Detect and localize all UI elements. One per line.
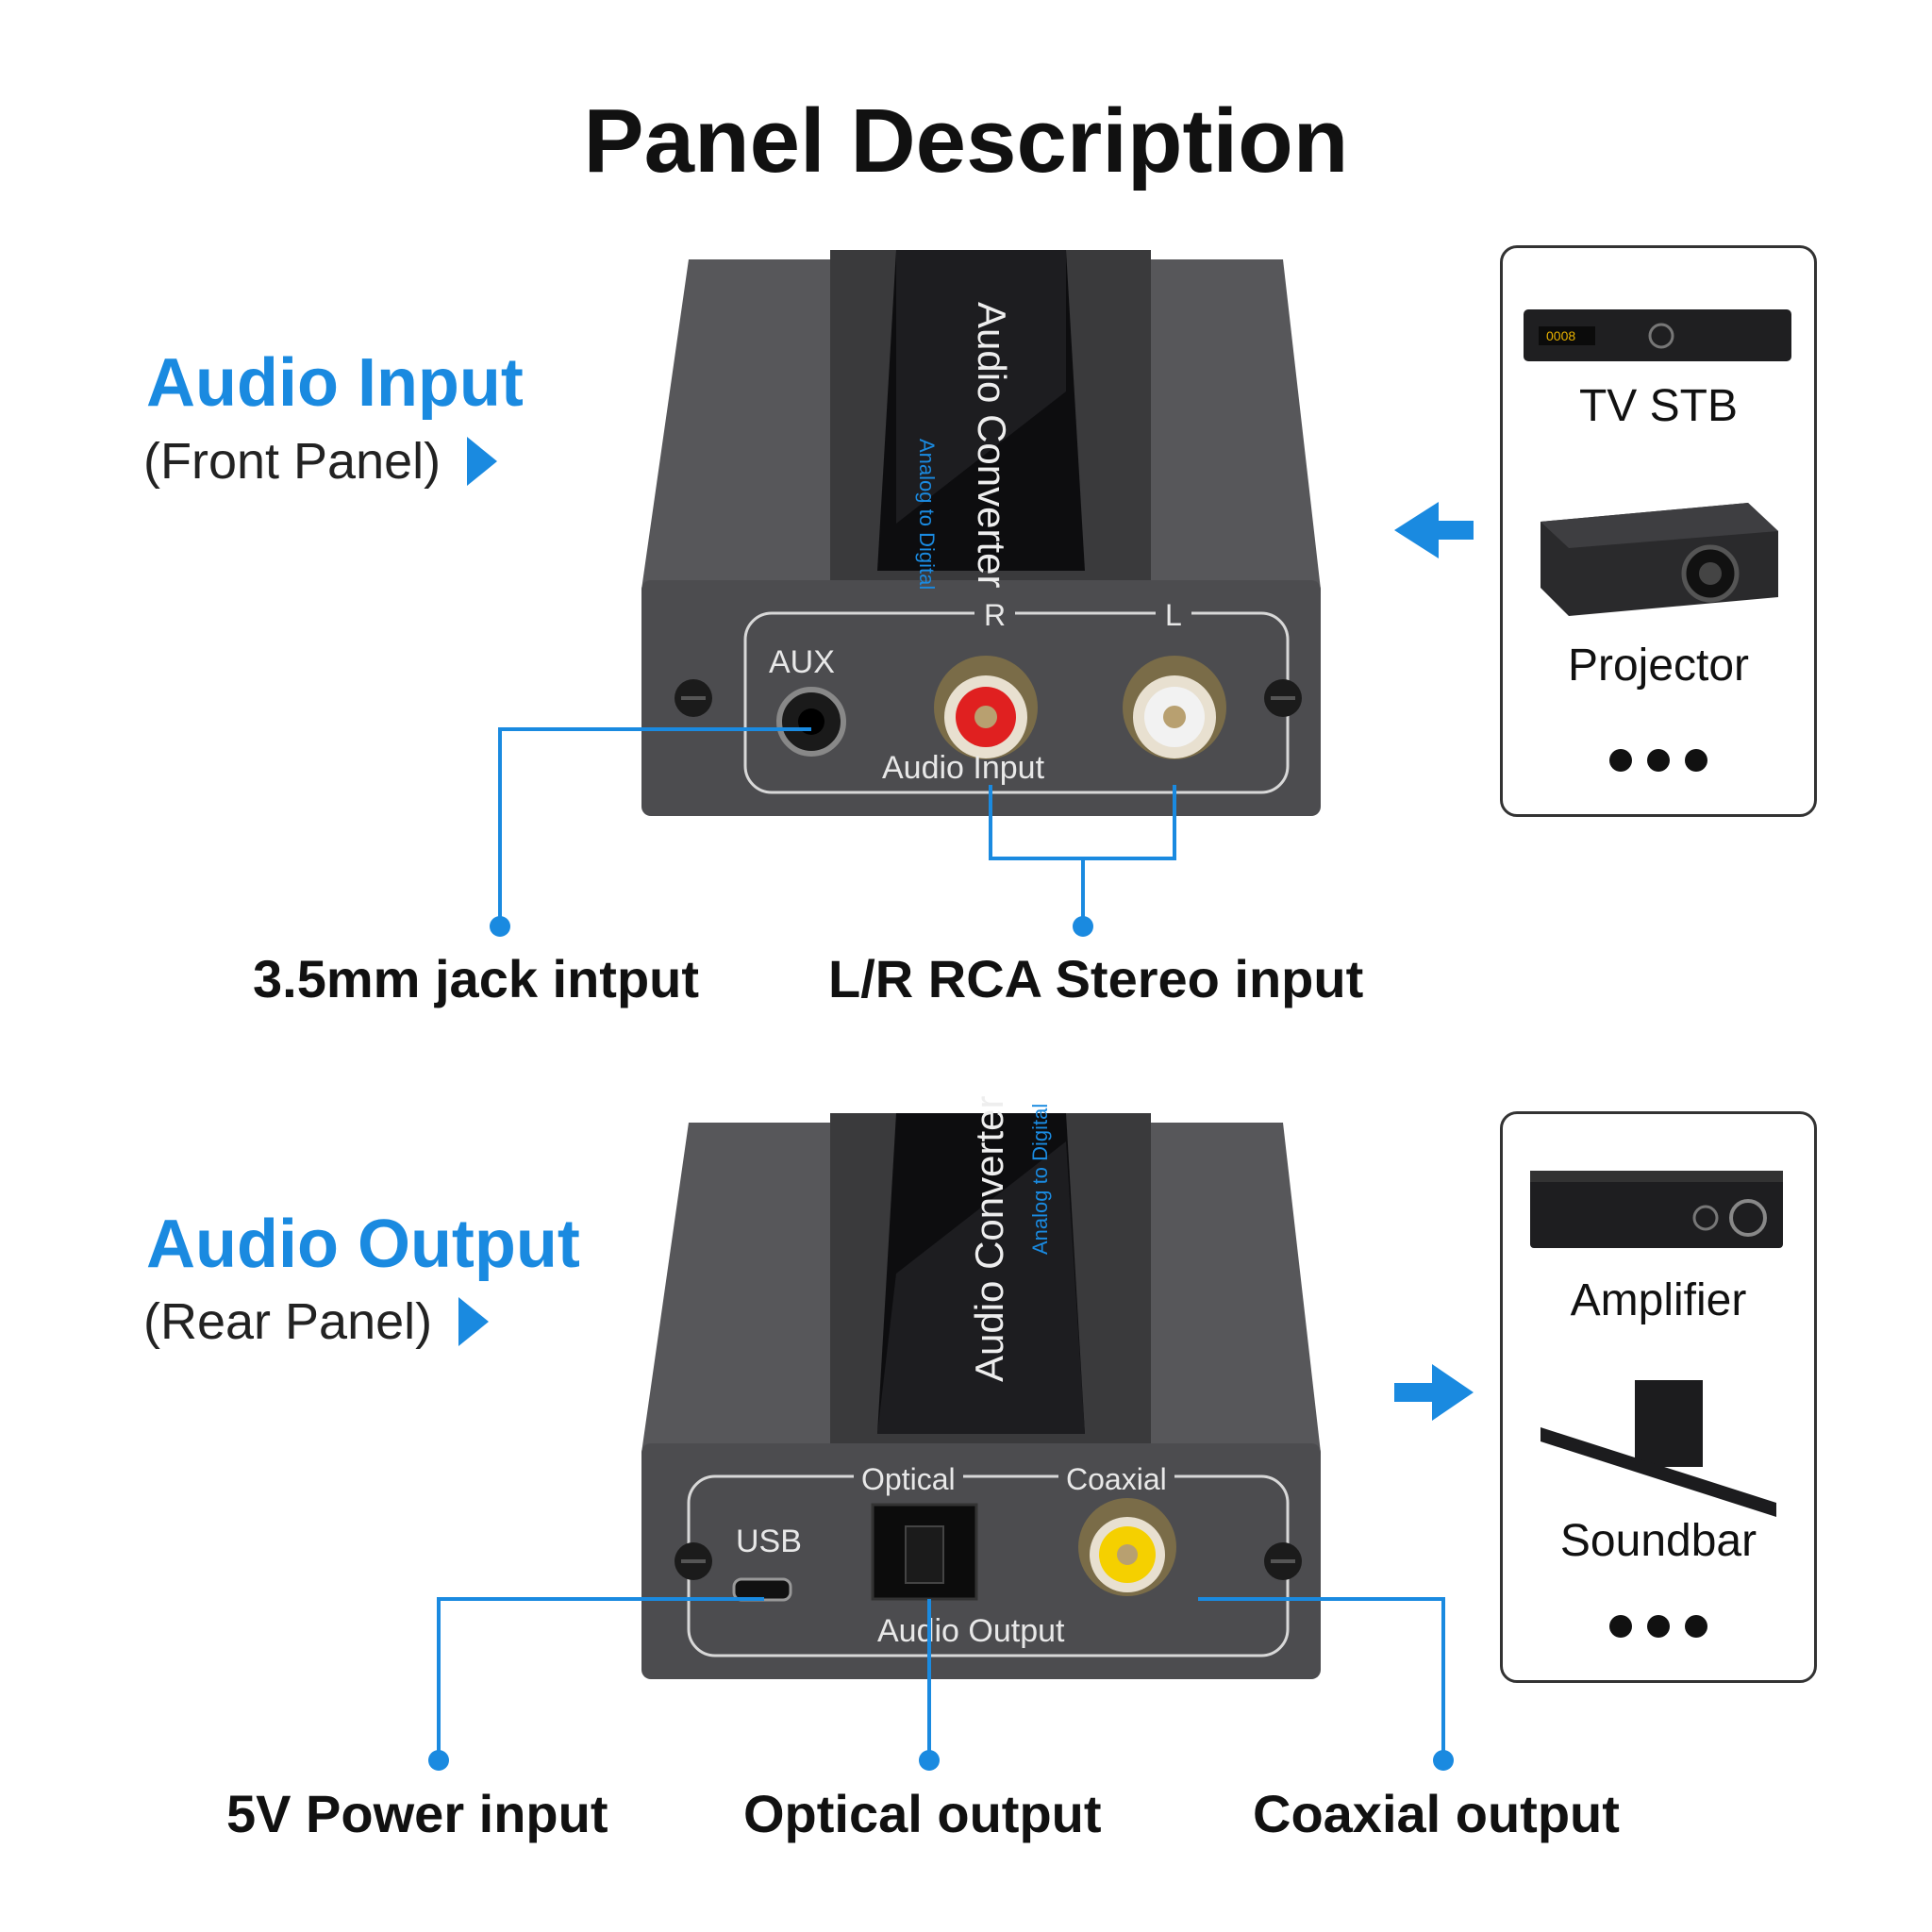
aux-port-label: AUX — [769, 644, 835, 680]
rear-panel-subtitle: (Rear Panel) — [143, 1292, 490, 1351]
rca-callout-dot — [1073, 916, 1093, 937]
more-targets-dots — [1503, 1605, 1814, 1647]
left-channel-label: L — [1156, 598, 1191, 633]
coaxial-port-label: Coaxial — [1058, 1462, 1174, 1497]
coaxial-output-callout: Coaxial output — [1253, 1784, 1620, 1843]
play-arrow-icon — [467, 437, 498, 486]
aux-callout-dot — [490, 916, 510, 937]
source-devices-panel: 0008 TV STB Projector — [1500, 245, 1817, 817]
output-arrow-icon — [1394, 1364, 1474, 1421]
target-devices-panel: Amplifier Soundbar — [1500, 1111, 1817, 1683]
soundbar-label: Soundbar — [1559, 1516, 1757, 1566]
soundbar-icon — [1541, 1380, 1776, 1517]
front-panel-subtitle: (Front Panel) — [143, 432, 498, 491]
projector-label: Projector — [1567, 641, 1750, 691]
tv-stb-icon: 0008 — [1524, 309, 1791, 361]
coaxial-callout-line — [1198, 1597, 1445, 1760]
rca-input-callout: L/R RCA Stereo input — [828, 949, 1364, 1008]
converter-front-image — [641, 250, 1321, 816]
optical-output-callout: Optical output — [743, 1784, 1102, 1843]
more-sources-dots — [1503, 739, 1814, 781]
front-panel-label: (Front Panel) — [143, 433, 441, 490]
rear-panel-label: (Rear Panel) — [143, 1293, 433, 1350]
projector-icon — [1541, 503, 1778, 616]
aux-callout-line — [498, 727, 811, 926]
jack-input-callout: 3.5mm jack intput — [253, 949, 700, 1008]
tv-stb-label: TV STB — [1578, 381, 1739, 431]
power-input-callout: 5V Power input — [226, 1784, 608, 1843]
optical-port-label: Optical — [854, 1462, 963, 1497]
audio-output-heading: Audio Output — [146, 1207, 580, 1282]
converter-rear-image — [641, 1113, 1321, 1679]
coaxial-callout-dot — [1433, 1750, 1454, 1771]
usb-callout-dot — [428, 1750, 449, 1771]
page-title: Panel Description — [583, 91, 1349, 192]
input-arrow-icon — [1394, 502, 1474, 558]
right-channel-label: R — [974, 598, 1016, 633]
usb-callout-line — [437, 1597, 764, 1760]
audio-input-heading: Audio Input — [146, 345, 524, 421]
amplifier-icon — [1530, 1171, 1783, 1248]
usb-port-label: USB — [736, 1524, 802, 1559]
amplifier-label: Amplifier — [1570, 1275, 1747, 1325]
audio-output-panel-label: Audio Output — [877, 1613, 1065, 1649]
svg-text:0008: 0008 — [1546, 328, 1575, 343]
play-arrow-icon — [458, 1297, 490, 1346]
audio-input-panel-label: Audio Input — [882, 750, 1045, 786]
optical-callout-dot — [919, 1750, 940, 1771]
